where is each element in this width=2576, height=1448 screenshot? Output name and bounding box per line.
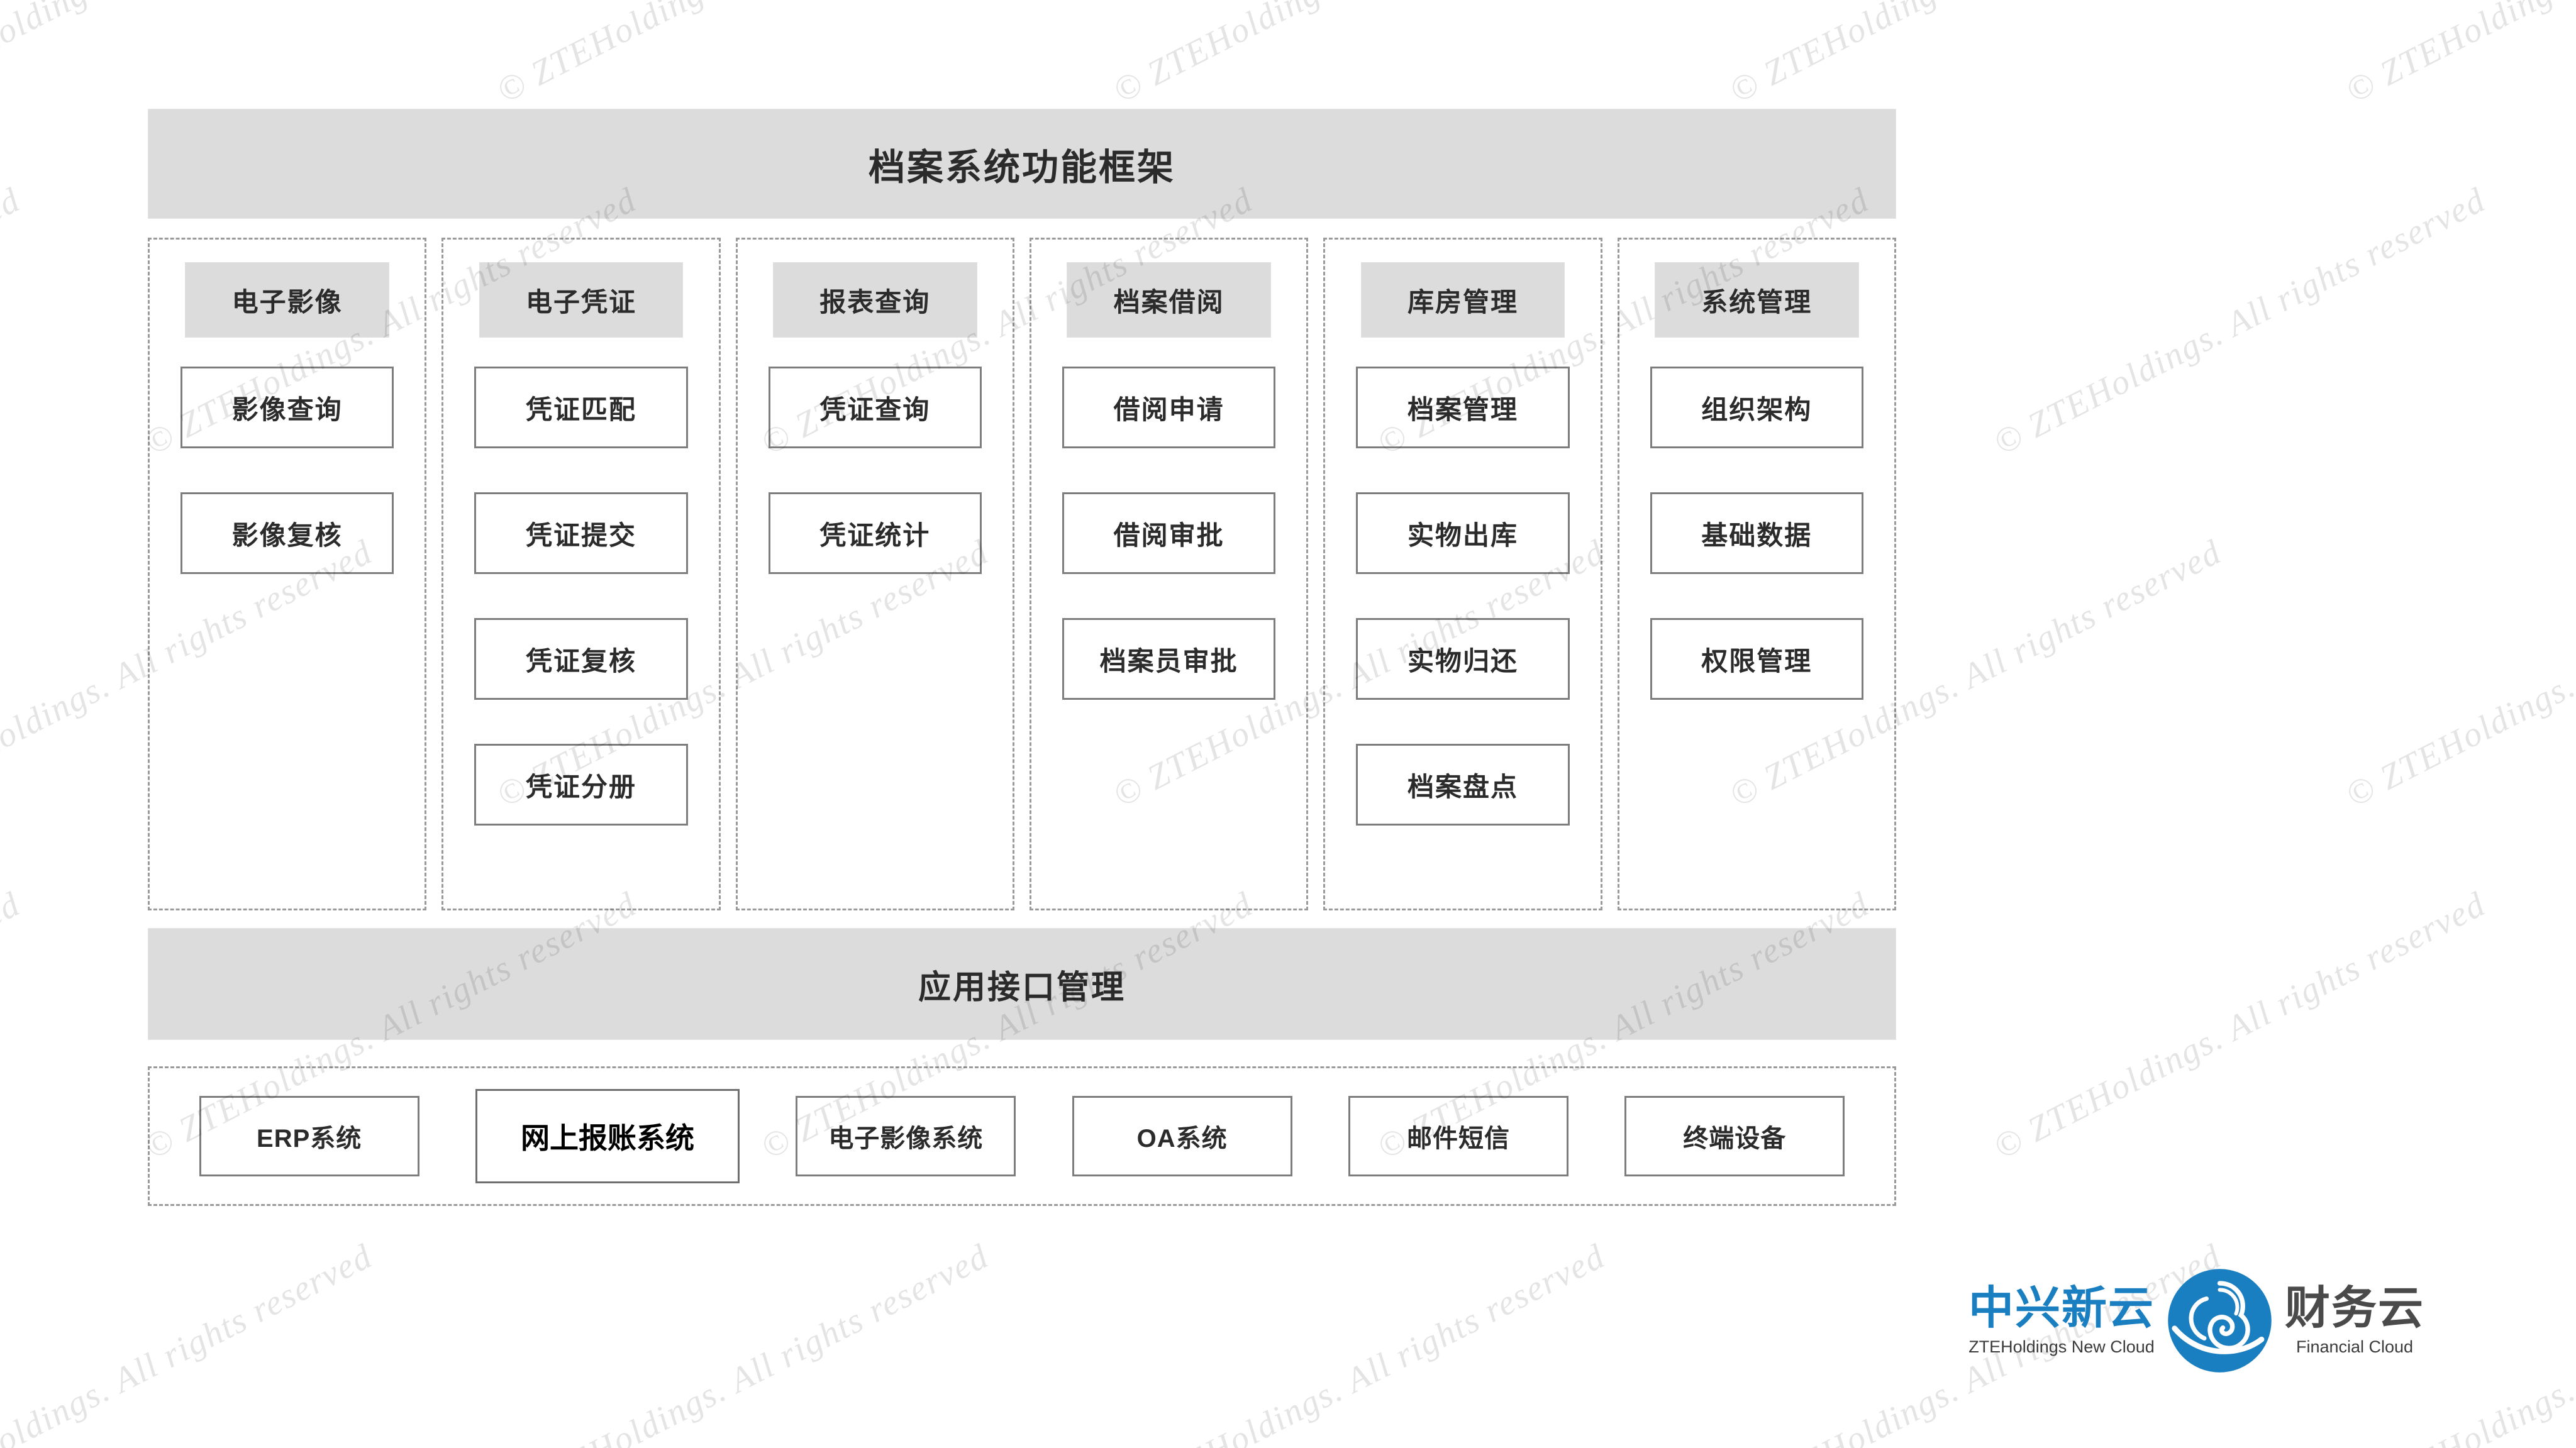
functional-column: 库房管理档案管理实物出库实物归还档案盘点 (1323, 238, 1602, 910)
interface-management-band: 应用接口管理 (148, 928, 1896, 1040)
function-item[interactable]: 权限管理 (1650, 618, 1864, 700)
function-item[interactable]: 基础数据 (1650, 492, 1864, 574)
function-item[interactable]: 影像复核 (180, 492, 394, 574)
external-system-label: ERP系统 (257, 1125, 362, 1152)
functional-column: 档案借阅借阅申请借阅审批档案员审批 (1029, 238, 1309, 910)
external-system-label: 网上报账系统 (520, 1122, 694, 1154)
function-item-label: 档案员审批 (1099, 646, 1238, 676)
page-title: 档案系统功能框架 (868, 146, 1175, 188)
function-item[interactable]: 实物归还 (1356, 618, 1570, 700)
brand-logo: 中兴新云 ZTEHoldings New Cloud 财务云 Financial… (1968, 1248, 2509, 1393)
function-item[interactable]: 实物出库 (1356, 492, 1570, 574)
watermark-text: © ZTEHoldings. All rights reserved (2340, 533, 2576, 815)
external-system-box[interactable]: 电子影像系统 (796, 1096, 1016, 1176)
function-item-label: 凭证复核 (525, 646, 636, 676)
function-item-label: 基础数据 (1701, 520, 1813, 550)
function-item-label: 实物归还 (1407, 646, 1518, 676)
external-system-box[interactable]: 终端设备 (1624, 1096, 1845, 1176)
watermark-text: © ZTEHoldings. All rights reserved (1723, 0, 2228, 111)
brand-right-block: 财务云 Financial Cloud (2285, 1286, 2424, 1356)
watermark-text: © ZTEHoldings. All rights reserved (1987, 884, 2492, 1168)
watermark-text: © ZTEHoldings. All rights reserved (0, 0, 379, 111)
function-item-label: 借阅申请 (1113, 394, 1224, 424)
function-item[interactable]: 凭证复核 (474, 618, 688, 700)
functional-column: 电子凭证凭证匹配凭证提交凭证复核凭证分册 (441, 238, 721, 910)
functional-columns: 电子影像影像查询影像复核电子凭证凭证匹配凭证提交凭证复核凭证分册报表查询凭证查询… (148, 238, 1896, 910)
watermark-text: © ZTEHoldings. All rights reserved (0, 180, 27, 463)
function-item-label: 凭证分册 (525, 771, 636, 802)
function-item[interactable]: 档案盘点 (1356, 744, 1570, 826)
watermark-text: © ZTEHoldings. All rights reserved (1107, 1236, 1612, 1448)
watermark-text: © ZTEHoldings. All rights reserved (2340, 0, 2576, 111)
external-systems-strip: ERP系统 网上报账系统 电子影像系统 OA系统 邮件短信 终端设备 (148, 1066, 1896, 1206)
watermark-text: © ZTEHoldings. All rights reserved (1987, 180, 2492, 463)
function-item[interactable]: 凭证提交 (474, 492, 688, 574)
column-header-label: 档案借阅 (1113, 287, 1224, 317)
external-system-box[interactable]: 邮件短信 (1348, 1096, 1568, 1176)
function-item[interactable]: 凭证查询 (768, 367, 982, 448)
brand-right-cn: 财务云 (2285, 1283, 2425, 1334)
column-header[interactable]: 报表查询 (773, 262, 977, 338)
external-system-label: 电子影像系统 (828, 1125, 984, 1152)
column-header-label: 系统管理 (1701, 287, 1813, 317)
function-item[interactable]: 影像查询 (180, 367, 394, 448)
column-header-label: 报表查询 (819, 287, 931, 317)
column-header[interactable]: 系统管理 (1655, 262, 1859, 338)
functional-column: 报表查询凭证查询凭证统计 (735, 238, 1014, 910)
function-item[interactable]: 凭证统计 (768, 492, 982, 574)
watermark-text: © ZTEHoldings. All rights reserved (491, 1236, 996, 1448)
function-item-label: 权限管理 (1701, 646, 1813, 676)
watermark-text: © ZTEHoldings. All rights reserved (1107, 0, 1612, 111)
column-header-label: 电子影像 (231, 287, 343, 317)
function-item-label: 档案盘点 (1407, 771, 1518, 802)
brand-left-cn: 中兴新云 (1968, 1283, 2155, 1334)
function-item-label: 凭证提交 (525, 520, 636, 550)
function-item-label: 凭证匹配 (525, 394, 636, 424)
function-item[interactable]: 凭证匹配 (474, 367, 688, 448)
function-item-label: 凭证统计 (819, 520, 931, 550)
brand-left-en: ZTEHoldings New Cloud (1968, 1337, 2155, 1356)
function-item[interactable]: 凭证分册 (474, 744, 688, 826)
external-system-box[interactable]: 网上报账系统 (475, 1089, 740, 1183)
function-item-label: 借阅审批 (1113, 520, 1224, 550)
watermark-text: © ZTEHoldings. All rights reserved (0, 1236, 379, 1448)
external-system-box[interactable]: OA系统 (1072, 1096, 1292, 1176)
column-header[interactable]: 库房管理 (1360, 262, 1565, 338)
brand-left-block: 中兴新云 ZTEHoldings New Cloud (1968, 1286, 2155, 1356)
watermark-text: © ZTEHoldings. All rights reserved (0, 884, 27, 1167)
cloud-swirl-logo-icon (2165, 1266, 2275, 1376)
function-item[interactable]: 借阅申请 (1062, 367, 1276, 448)
function-item-label: 影像复核 (231, 520, 343, 550)
function-item[interactable]: 组织架构 (1650, 367, 1864, 448)
external-system-label: OA系统 (1136, 1125, 1228, 1152)
column-header[interactable]: 电子凭证 (479, 262, 684, 338)
functional-column: 系统管理组织架构基础数据权限管理 (1617, 238, 1896, 910)
external-system-label: 邮件短信 (1406, 1125, 1510, 1152)
function-item[interactable]: 档案管理 (1356, 367, 1570, 448)
function-item-label: 实物出库 (1407, 520, 1518, 550)
brand-right-en: Financial Cloud (2296, 1337, 2414, 1356)
function-item-label: 影像查询 (231, 394, 343, 424)
archive-system-framework-diagram: 档案系统功能框架 电子影像影像查询影像复核电子凭证凭证匹配凭证提交凭证复核凭证分… (148, 109, 1896, 1206)
function-item[interactable]: 借阅审批 (1062, 492, 1276, 574)
external-system-label: 终端设备 (1683, 1125, 1787, 1152)
function-item-label: 档案管理 (1407, 394, 1518, 424)
function-item-label: 凭证查询 (819, 394, 931, 424)
column-header-label: 库房管理 (1407, 287, 1518, 317)
function-item[interactable]: 档案员审批 (1062, 618, 1276, 700)
framework-title-band: 档案系统功能框架 (148, 109, 1896, 219)
function-item-label: 组织架构 (1701, 394, 1813, 424)
column-header[interactable]: 电子影像 (185, 262, 389, 338)
functional-column: 电子影像影像查询影像复核 (148, 238, 427, 910)
watermark-text: © ZTEHoldings. All rights reserved (491, 0, 996, 111)
interface-management-title: 应用接口管理 (918, 969, 1126, 1006)
column-header[interactable]: 档案借阅 (1067, 262, 1271, 338)
external-system-box[interactable]: ERP系统 (199, 1096, 419, 1176)
column-header-label: 电子凭证 (525, 287, 636, 317)
